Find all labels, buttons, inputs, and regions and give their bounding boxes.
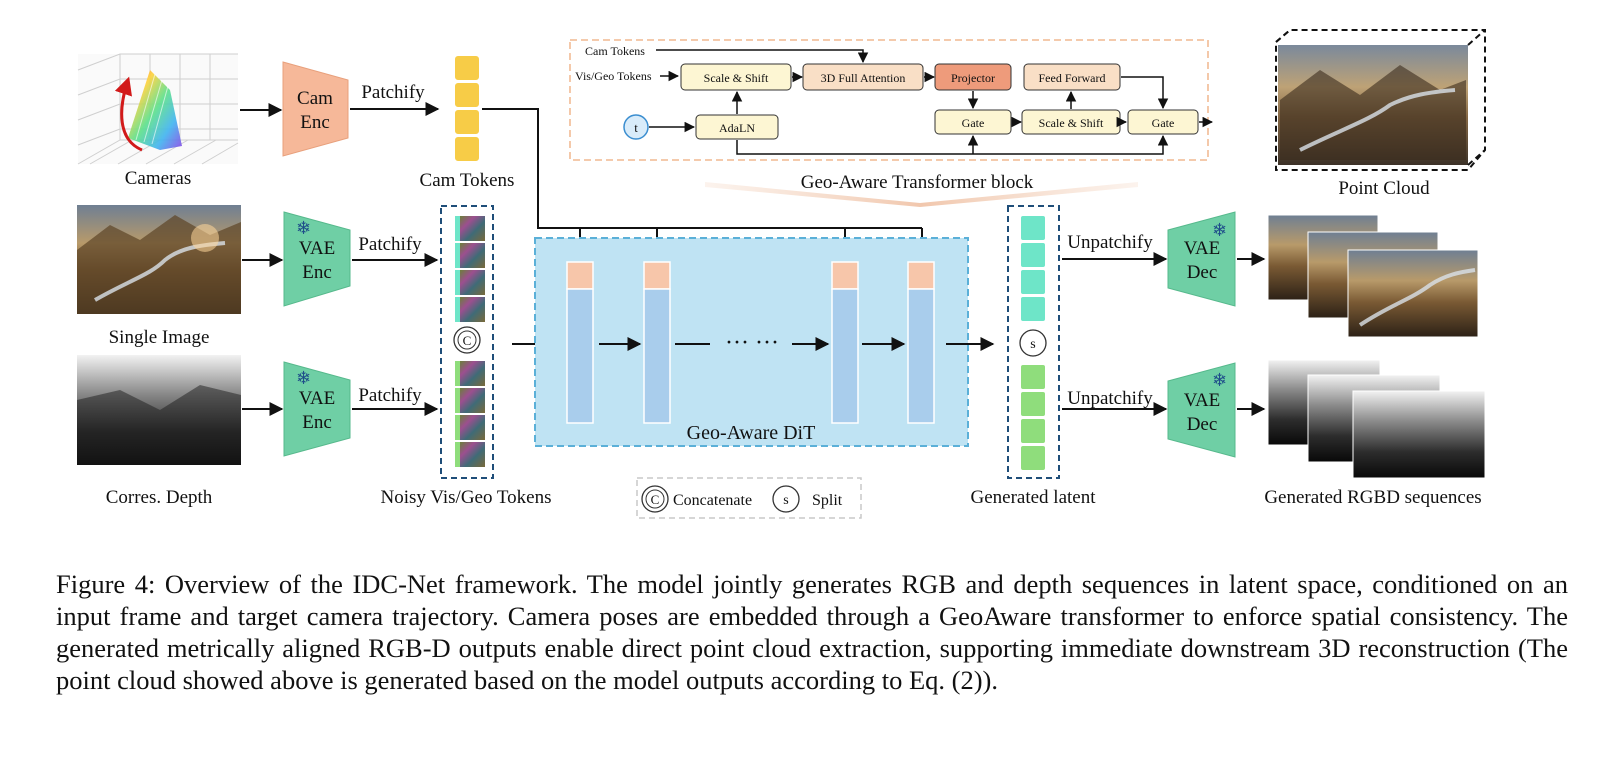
patchify-depth-label: Patchify xyxy=(358,385,422,406)
tb-time-label: t xyxy=(634,120,638,135)
vae-enc-rgb-line2: Enc xyxy=(302,262,332,283)
tb-cam-tokens-label: Cam Tokens xyxy=(585,44,645,58)
legend-split-symbol: s xyxy=(783,493,788,508)
vae-enc-depth-line2: Enc xyxy=(302,412,332,433)
cam-enc-line1: Cam xyxy=(297,88,333,109)
unpatchify-depth-label: Unpatchify xyxy=(1067,388,1153,409)
tb-gate-2 xyxy=(1127,109,1199,135)
tb-adaln-label: AdaLN xyxy=(719,121,755,135)
unpatchify-rgb-label: Unpatchify xyxy=(1067,232,1153,253)
dit-ellipsis: ··· ··· xyxy=(725,330,779,356)
transformer-block-frame xyxy=(569,39,1209,161)
generated-latent-frame xyxy=(1007,205,1060,479)
cam-encoder xyxy=(282,61,349,157)
tb-projector-label: Projector xyxy=(951,71,995,85)
transformer-block-title: Geo-Aware Transformer block xyxy=(801,172,1034,193)
corres-depth-label: Corres. Depth xyxy=(106,487,213,508)
figure-caption: Figure 4: Overview of the IDC-Net framew… xyxy=(56,569,1568,695)
tb-scale-shift-2-label: Scale & Shift xyxy=(1039,116,1104,130)
dit-label: Geo-Aware DiT xyxy=(687,422,816,444)
snowflake-icon: ❄ xyxy=(1212,220,1227,240)
dit-block-4 xyxy=(907,261,935,424)
snowflake-icon: ❄ xyxy=(1212,370,1227,390)
vae-encoder-depth xyxy=(283,361,351,457)
vae-dec-depth-line1: VAE xyxy=(1184,390,1221,411)
tb-feed-forward-label: Feed Forward xyxy=(1039,71,1106,85)
noisy-tokens-label: Noisy Vis/Geo Tokens xyxy=(381,487,552,508)
snowflake-icon: ❄ xyxy=(296,218,311,238)
vae-enc-depth-line1: VAE xyxy=(299,388,336,409)
patchify-rgb-label: Patchify xyxy=(358,234,422,255)
tb-scale-shift-1 xyxy=(680,63,792,91)
vae-dec-rgb-line1: VAE xyxy=(1184,238,1221,259)
snowflake-icon: ❄ xyxy=(296,368,311,388)
transformer-block-chevron xyxy=(705,182,1138,207)
dit-block-2 xyxy=(643,261,671,424)
point-cloud xyxy=(1275,29,1486,171)
generated-depth-frames xyxy=(1267,359,1486,479)
point-cloud-label: Point Cloud xyxy=(1338,178,1430,199)
vae-decoder-depth xyxy=(1167,362,1236,458)
patchify-cam-label: Patchify xyxy=(361,82,425,103)
tb-gate-2-label: Gate xyxy=(1152,116,1175,130)
noisy-depth-tokens xyxy=(455,361,485,467)
tb-vis-geo-tokens-label: Vis/Geo Tokens xyxy=(575,69,652,83)
split-symbol-letter: s xyxy=(1030,337,1035,352)
tb-projector xyxy=(934,63,1012,91)
noisy-rgb-tokens xyxy=(455,216,485,322)
tb-gate-1-label: Gate xyxy=(962,116,985,130)
generated-rgb-frames xyxy=(1267,214,1479,338)
legend-split-label: Split xyxy=(812,492,843,509)
rgbd-output-label: Generated RGBD sequences xyxy=(1264,487,1481,508)
vae-dec-rgb-line2: Dec xyxy=(1187,262,1218,283)
single-image-label: Single Image xyxy=(109,327,210,348)
vae-decoder-rgb xyxy=(1167,211,1236,307)
vae-encoder-rgb xyxy=(283,211,351,307)
tb-time-node xyxy=(623,114,649,140)
single-image xyxy=(77,205,241,314)
cam-tokens-label: Cam Tokens xyxy=(420,170,515,191)
framework-diagram: Cameras Cam Enc Patchify Cam Tokens Sing… xyxy=(77,29,1486,519)
concat-symbol-letter: C xyxy=(463,333,472,348)
cam-enc-line2: Enc xyxy=(300,112,330,133)
tb-full-attention xyxy=(802,63,924,91)
cam-tokens-stack xyxy=(453,54,481,163)
latent-depth-tokens xyxy=(1019,363,1047,472)
legend-box xyxy=(636,477,862,519)
tb-adaln xyxy=(695,114,779,140)
vae-dec-depth-line2: Dec xyxy=(1187,414,1218,435)
tb-gate-1 xyxy=(934,109,1012,135)
legend-concat-label: Concatenate xyxy=(673,492,752,509)
tb-scale-shift-1-label: Scale & Shift xyxy=(704,71,769,85)
dit-block-1 xyxy=(566,261,594,424)
dit-block-3 xyxy=(831,261,859,424)
vae-enc-rgb-line1: VAE xyxy=(299,238,336,259)
legend-concat-symbol: C xyxy=(651,492,660,507)
tb-full-attention-label: 3D Full Attention xyxy=(821,71,906,85)
split-symbol xyxy=(1019,329,1047,357)
noisy-tokens-frame xyxy=(440,205,494,479)
cameras-plot xyxy=(77,53,239,165)
generated-latent-label: Generated latent xyxy=(970,487,1096,508)
latent-rgb-tokens xyxy=(1019,214,1047,323)
depth-image xyxy=(77,355,241,465)
cameras-label: Cameras xyxy=(125,168,191,189)
tb-feed-forward xyxy=(1023,63,1121,91)
